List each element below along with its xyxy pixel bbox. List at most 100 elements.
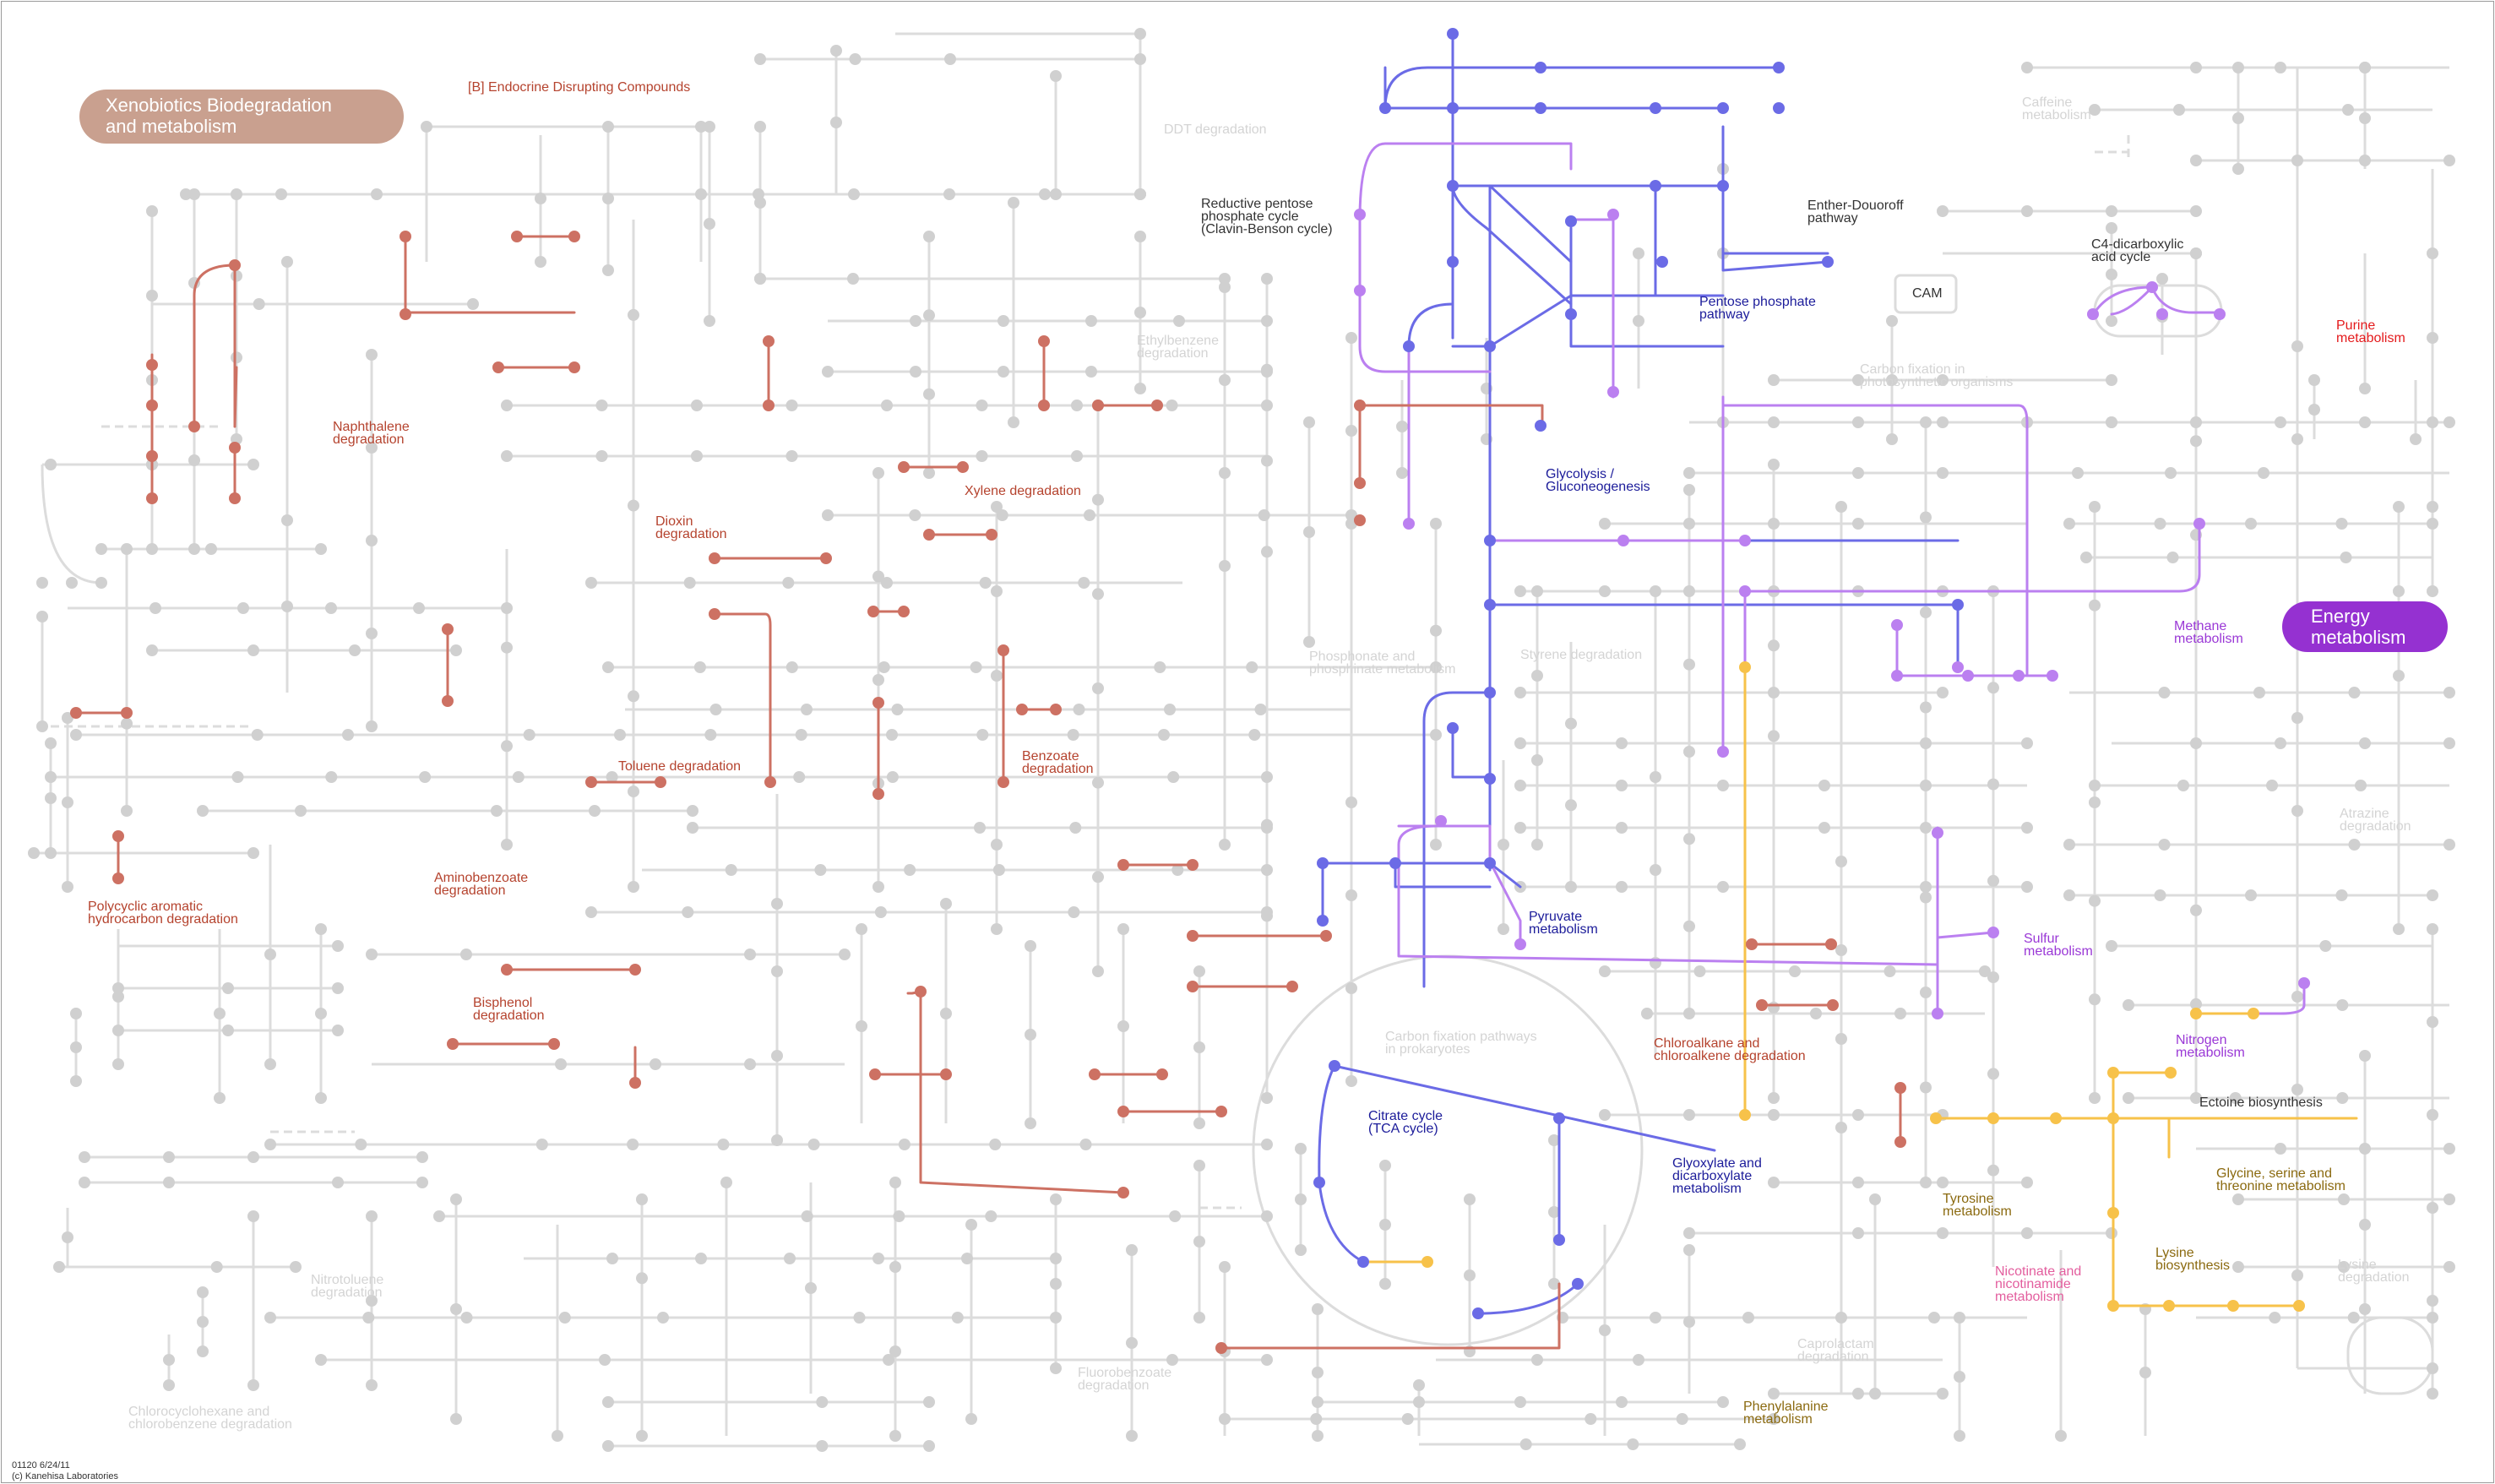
compound-node [979,577,992,589]
compound-node [614,729,626,741]
compound-node [163,1354,175,1366]
label-cam[interactable]: CAM [1912,286,1943,301]
compound-node [1920,701,1932,714]
highlighted-compound-node [1572,1278,1584,1290]
compound-node [1117,923,1129,935]
compound-node [961,1253,973,1264]
compound-node [2427,1016,2438,1028]
compound-node [1126,1337,1138,1349]
label-styrene[interactable]: Styrene degradation [1520,648,1642,662]
compound-node [2089,501,2101,513]
compound-node [602,1440,614,1452]
compound-node [704,218,715,230]
compound-node [1693,965,1706,977]
compound-node [1050,1193,1062,1205]
compound-node [1050,70,1062,82]
compound-node [247,1379,259,1391]
label-ectoine[interactable]: Ectoine biosynthesis [2199,1095,2323,1110]
compound-node [1498,839,1509,851]
compound-node [1261,822,1273,834]
compound-node [362,1312,375,1324]
highlighted-compound-node [1317,857,1329,869]
label-toluene[interactable]: Toluene degradation [618,759,741,774]
highlighted-compound-node [1717,102,1729,114]
compound-node [1169,1210,1182,1222]
compound-node [595,450,608,462]
label-citrate-cycle[interactable]: Citrate cycle(TCA cycle) [1368,1109,1443,1136]
compound-node [754,197,766,209]
highlighted-compound-node [1354,477,1366,489]
compound-node [1633,315,1644,327]
compound-node [985,1210,997,1222]
compound-node [1683,746,1695,758]
highlighted-compound-node [763,335,775,347]
compound-node [70,1075,82,1087]
compound-node [1599,1324,1611,1336]
label-edc[interactable]: [B] Endocrine Disrupting Compounds [468,80,690,95]
compound-node [2021,1177,2033,1188]
compound-node [1616,780,1628,791]
highlighted-compound-node [1187,859,1199,871]
compound-node [691,400,703,411]
highlighted-compound-node [986,529,997,541]
compound-node [1261,1354,1273,1366]
label-glycolysis[interactable]: Glycolysis /Gluconeogenesis [1546,467,1650,494]
compound-node [1676,1413,1688,1425]
compound-node [1920,511,1932,524]
xenobiotics-badge[interactable]: Xenobiotics Biodegradation and metabolis… [79,90,404,144]
compound-node [1219,1413,1231,1425]
compound-node [1261,400,1273,411]
label-ddt[interactable]: DDT degradation [1164,122,1267,137]
compound-node [2266,780,2278,791]
label-xylene[interactable]: Xylene degradation [965,484,1081,498]
highlighted-compound-node [1484,773,1496,785]
compound-node [1050,1312,1062,1324]
compound-node [2089,599,2101,612]
compound-node [923,231,935,242]
compound-node [1616,822,1628,834]
highlighted-compound-node [2248,1008,2259,1019]
compound-node [793,771,806,783]
compound-node [1134,188,1146,200]
compound-node [1071,450,1083,462]
compound-node [881,400,893,411]
compound-node [1092,493,1104,506]
energy-metabolism-badge[interactable]: Energy metabolism [2282,601,2448,652]
compound-node [687,822,698,834]
compound-node [290,1261,302,1273]
compound-node [1633,1354,1644,1366]
